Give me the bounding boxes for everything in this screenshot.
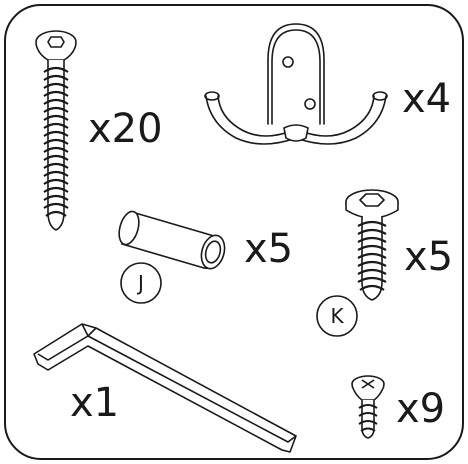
sheet-border xyxy=(4,4,464,460)
bolt-quantity: x5 xyxy=(404,234,453,280)
dowel-quantity: x5 xyxy=(244,226,293,272)
hex-socket-bolt-icon xyxy=(345,189,399,301)
dowel-label: J xyxy=(136,271,144,295)
double-coat-hook-icon xyxy=(204,23,388,145)
hook-quantity: x4 xyxy=(402,76,451,122)
allen-key-quantity: x1 xyxy=(70,380,119,426)
allen-key-icon xyxy=(33,323,297,453)
dowel-pin-icon xyxy=(118,210,226,270)
long-countersunk-screw-icon xyxy=(35,30,77,231)
bolt-label: K xyxy=(330,304,344,328)
long-screw-quantity: x20 xyxy=(88,106,163,152)
phillips-screw-icon xyxy=(351,375,385,439)
dowel-label-badge: J xyxy=(120,262,162,304)
small-screw-quantity: x9 xyxy=(396,386,445,432)
bolt-label-badge: K xyxy=(316,295,358,337)
